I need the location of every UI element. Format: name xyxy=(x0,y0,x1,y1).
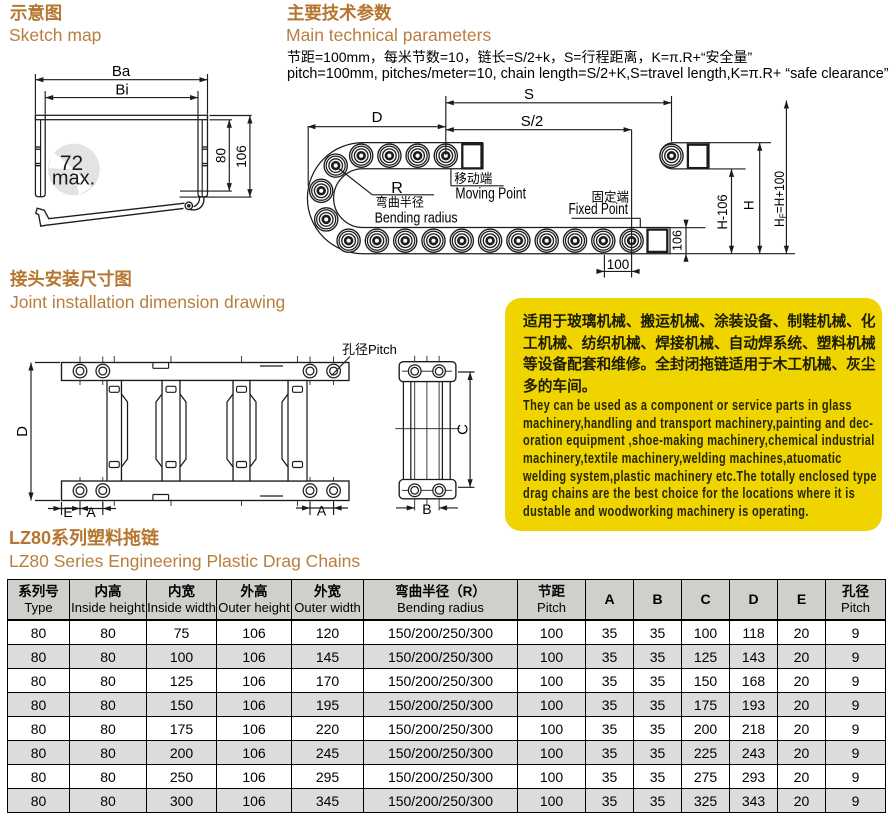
svg-text:孔径Pitch: 孔径Pitch xyxy=(342,342,397,357)
svg-text:HF=H+100: HF=H+100 xyxy=(772,171,789,227)
svg-text:S: S xyxy=(524,86,534,103)
svg-text:Moving Point: Moving Point xyxy=(455,185,526,202)
svg-text:S/2: S/2 xyxy=(521,113,544,130)
svg-text:Fixed Point: Fixed Point xyxy=(569,201,629,218)
svg-text:Ba: Ba xyxy=(112,63,131,80)
svg-text:72: 72 xyxy=(60,152,83,175)
svg-text:A: A xyxy=(86,504,96,520)
svg-text:固定端: 固定端 xyxy=(592,190,630,205)
svg-text:C: C xyxy=(455,424,472,435)
svg-text:80: 80 xyxy=(214,148,229,163)
svg-text:106: 106 xyxy=(234,145,249,168)
svg-text:max.: max. xyxy=(52,168,95,190)
svg-text:Bi: Bi xyxy=(115,82,128,99)
svg-text:E: E xyxy=(63,504,72,520)
svg-text:B: B xyxy=(422,501,431,517)
svg-text:100: 100 xyxy=(607,257,630,272)
svg-text:106: 106 xyxy=(671,230,685,251)
svg-text:D: D xyxy=(372,109,383,126)
svg-text:H-106: H-106 xyxy=(715,195,730,230)
svg-text:弯曲半径: 弯曲半径 xyxy=(376,195,424,210)
svg-text:移动端: 移动端 xyxy=(454,171,492,186)
svg-text:Bending radius: Bending radius xyxy=(375,209,458,226)
svg-text:D: D xyxy=(14,426,31,437)
svg-text:H: H xyxy=(742,200,757,210)
svg-text:A: A xyxy=(317,503,327,519)
svg-text:R: R xyxy=(391,180,403,197)
